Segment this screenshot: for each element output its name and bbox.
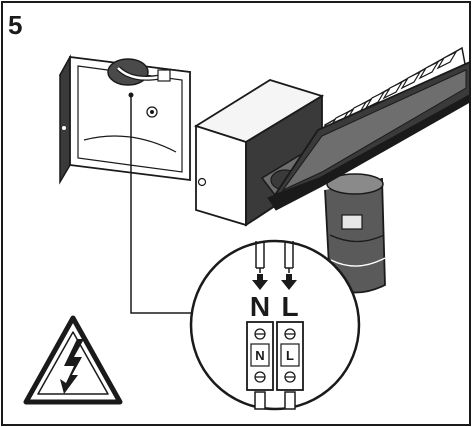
incoming-wire-left xyxy=(255,241,265,273)
wall-mount-plate xyxy=(58,54,192,185)
high-voltage-warning-icon xyxy=(23,315,123,405)
step-number: 5 xyxy=(8,10,22,40)
arrow-down-icon xyxy=(281,274,297,290)
neutral-block-label: N xyxy=(255,348,264,363)
incoming-wire-right xyxy=(284,241,294,273)
terminal-block-neutral: N xyxy=(246,321,274,391)
live-label: L xyxy=(281,291,298,322)
terminal-zoom-circle: N L N L xyxy=(189,239,361,411)
sensor-cylinder xyxy=(324,173,386,294)
leader-line xyxy=(130,95,202,314)
live-block-label: L xyxy=(286,348,294,363)
lamp-housing xyxy=(193,79,325,227)
neutral-label: N xyxy=(250,291,270,322)
led-light-head xyxy=(267,46,471,211)
outgoing-wires xyxy=(254,391,296,410)
arrow-down-icon xyxy=(252,274,268,290)
terminal-block-live: L xyxy=(276,321,304,391)
